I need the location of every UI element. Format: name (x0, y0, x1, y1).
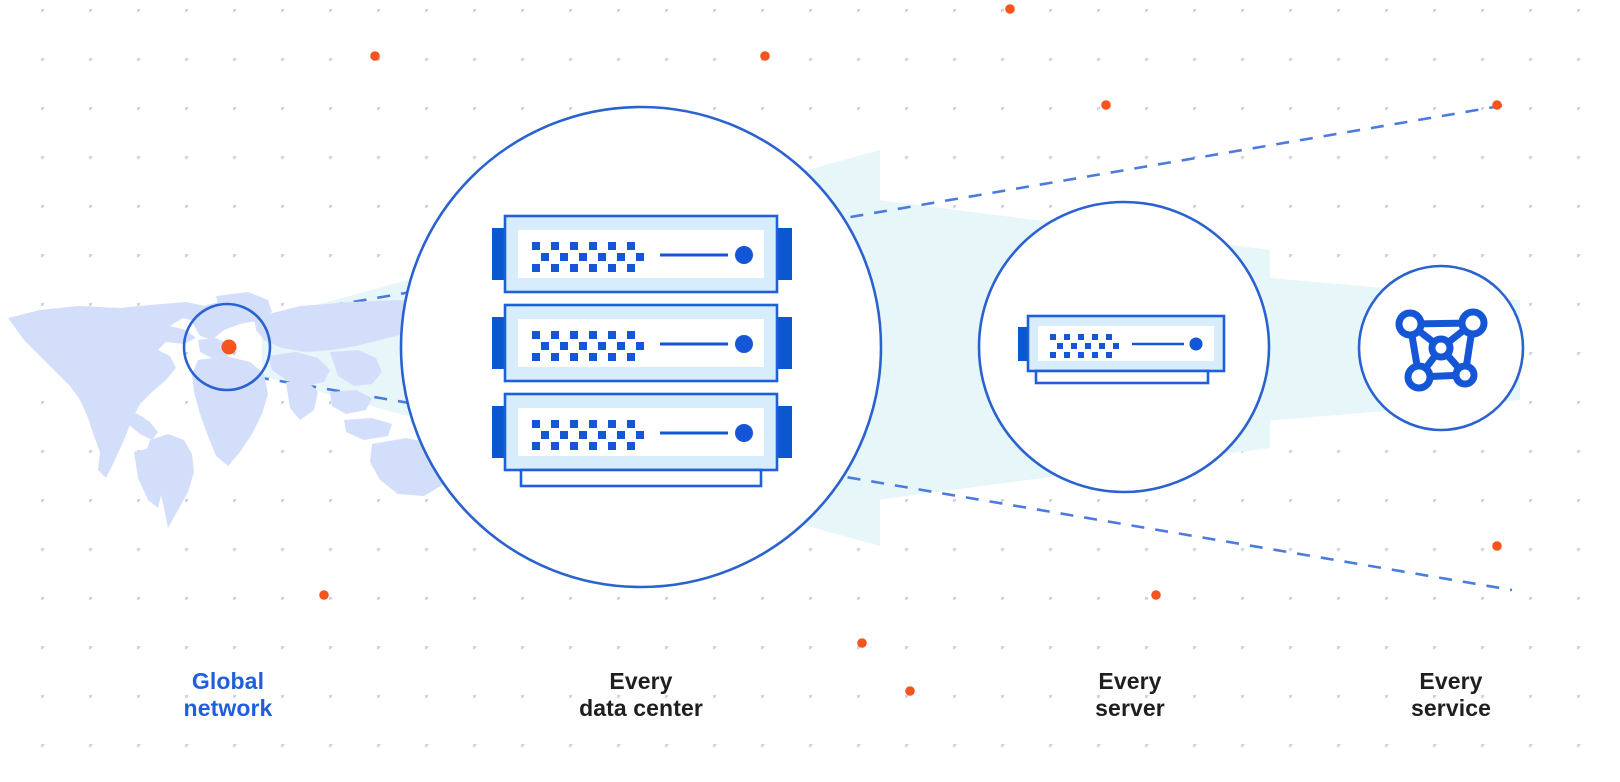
stage-every-service (1357, 264, 1525, 432)
rack-base (519, 468, 763, 488)
single-server-base (1034, 369, 1210, 385)
accent-dot (225, 342, 235, 352)
connector-dashed-lines (255, 102, 1513, 592)
accent-dot (905, 686, 915, 696)
stage-label-every-service: Every service (1411, 668, 1491, 722)
stage-label-global-network: Global network (183, 668, 273, 722)
accent-dot (1151, 590, 1161, 600)
stage-every-server (977, 200, 1271, 494)
accent-dot (1101, 100, 1111, 110)
stage-label-every-server: Every server (1095, 668, 1165, 722)
server-rack-icon (492, 214, 792, 488)
accent-dot (1492, 541, 1502, 551)
accent-dot (370, 51, 380, 61)
single-server-icon (1018, 314, 1226, 385)
server-unit-3 (492, 392, 792, 472)
accent-dot (857, 638, 867, 648)
stage-label-every-data-center: Every data center (579, 668, 703, 722)
accent-dot (319, 590, 329, 600)
stage-every-data-center (399, 105, 883, 589)
service-node-graph-nodes (1395, 308, 1488, 392)
accent-dot (760, 51, 770, 61)
accent-dots-layer (225, 4, 1502, 696)
server-unit-2 (492, 303, 792, 383)
server-unit-1 (492, 214, 792, 294)
accent-dot (1492, 100, 1502, 110)
accent-dot (1005, 4, 1015, 14)
global-network-highlight-circle (182, 302, 272, 392)
